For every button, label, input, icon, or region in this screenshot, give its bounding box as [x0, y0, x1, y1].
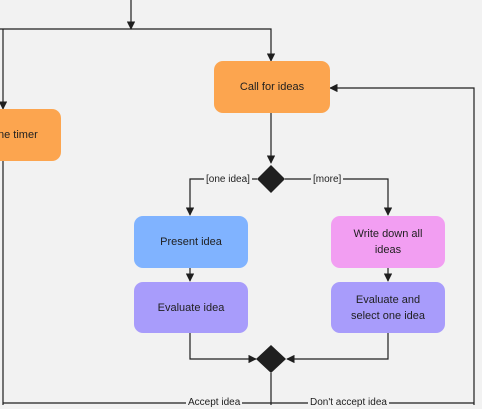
node-present-idea-label: Present idea: [160, 236, 222, 248]
edge-select-to-merge: [286, 333, 389, 364]
node-evaluate-idea-label: Evaluate idea: [157, 301, 225, 314]
node-call-for-ideas-label: Call for ideas: [239, 81, 305, 93]
node-present-idea[interactable]: Present idea: [134, 216, 248, 268]
edge-evaluate-to-merge: [189, 333, 257, 364]
node-write-down-all-ideas-label: Write down all ideas: [353, 228, 423, 256]
node-evaluate-and-select-label: Evaluate and select one idea: [351, 293, 425, 322]
edge-split-horizontal: [0, 28, 276, 62]
node-evaluate-idea[interactable]: Evaluate idea: [134, 282, 248, 333]
decision-diamond-bottom: [256, 345, 286, 373]
edge-label-dont-accept-idea: Don't accept idea: [308, 397, 389, 409]
node-write-down-all-ideas[interactable]: Write down all ideas: [331, 216, 445, 268]
edge-label-more: [more]: [311, 174, 344, 186]
node-timer-label: ne timer: [0, 129, 38, 141]
node-call-for-ideas[interactable]: Call for ideas: [214, 61, 330, 113]
edge-loop-back: [329, 83, 475, 405]
edge-label-one-idea: [one idea]: [204, 174, 252, 186]
decision-diamond-top: [257, 165, 285, 193]
node-evaluate-and-select[interactable]: Evaluate and select one idea: [331, 282, 445, 333]
edge-label-accept-idea: Accept idea: [186, 397, 243, 409]
node-timer[interactable]: ne timer: [0, 109, 61, 161]
